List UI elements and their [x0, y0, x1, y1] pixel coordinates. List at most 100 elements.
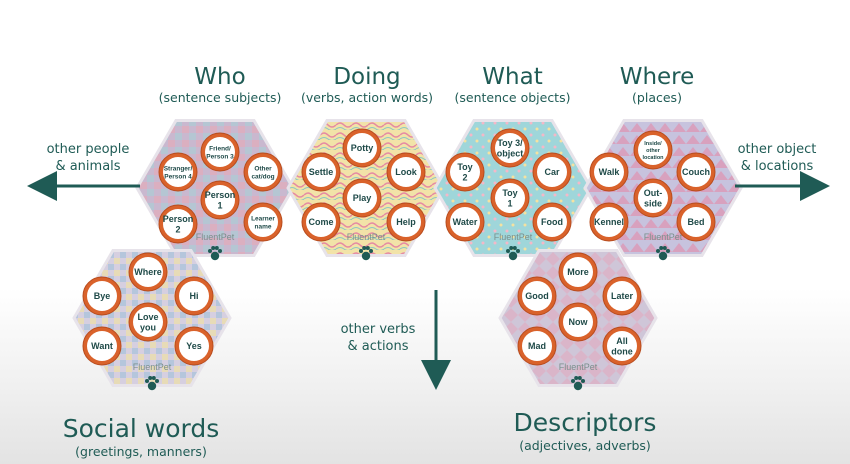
social-button-1[interactable]: Where — [128, 252, 168, 292]
left-note-line2: & animals — [55, 159, 121, 174]
right-note-line2: & locations — [740, 159, 814, 174]
what-button-3[interactable]: Car — [532, 152, 572, 192]
what-title: What (sentence objects) — [440, 64, 585, 106]
social-brand-label: FluentPet — [133, 362, 172, 372]
doing-heading: Doing — [333, 64, 401, 90]
left-note: other people & animals — [38, 141, 138, 175]
where-button-3[interactable]: Couch — [676, 152, 716, 192]
what-button-5[interactable]: Water — [445, 202, 485, 242]
social-button-4-label: Love — [137, 312, 158, 322]
doing-button-6[interactable]: Help — [386, 202, 426, 242]
where-button-6-label: Bed — [687, 217, 704, 227]
where-button-3-label: Couch — [682, 167, 710, 177]
social-button-6[interactable]: Yes — [174, 326, 214, 366]
where-subheading: (places) — [632, 90, 682, 105]
paw-icon — [145, 376, 159, 391]
right-note-line1: other object — [737, 142, 817, 157]
descriptors-button-4[interactable]: Now — [558, 302, 598, 342]
who-subheading: (sentence subjects) — [158, 90, 282, 105]
descriptors-button-1[interactable]: More — [558, 252, 598, 292]
what-button-2-label: Toy — [457, 162, 472, 172]
who-button-5-label: 2 — [175, 224, 180, 234]
social-button-5-label: Want — [91, 341, 113, 351]
what-button-3-label: Car — [544, 167, 560, 177]
right-note: other object & locations — [727, 141, 827, 175]
social-subheading: (greetings, manners) — [75, 444, 207, 459]
who-heading: Who — [194, 64, 246, 90]
descriptors-button-6-label: All — [616, 336, 628, 346]
what-subheading: (sentence objects) — [454, 90, 571, 105]
what-button-6-label: Food — [541, 217, 563, 227]
doing-button-4-label: Play — [353, 193, 372, 203]
social-title: Social words (greetings, manners) — [56, 414, 226, 460]
where-title: Where (places) — [592, 64, 722, 106]
doing-button-3[interactable]: Look — [386, 152, 426, 192]
where-button-1-label: location — [642, 155, 664, 161]
descriptors-button-2[interactable]: Good — [517, 276, 557, 316]
where-button-5-label: Kennel — [594, 217, 624, 227]
left-note-line1: other people — [46, 142, 130, 157]
where-button-2-label: Walk — [599, 167, 621, 177]
who-button-6-label: name — [255, 223, 272, 230]
where-button-5[interactable]: Kennel — [589, 202, 629, 242]
what-button-6[interactable]: Food — [532, 202, 572, 242]
who-brand-label: FluentPet — [196, 232, 235, 242]
social-button-5[interactable]: Want — [82, 326, 122, 366]
who-button-1[interactable]: Stranger/Person 4 — [158, 152, 198, 192]
who-button-5-label: Person — [163, 214, 194, 224]
where-button-1-label: Inside/ — [644, 141, 662, 147]
where-button-4-label: side — [644, 198, 662, 208]
doing-button-6-label: Help — [396, 217, 416, 227]
where-button-2[interactable]: Walk — [589, 152, 629, 192]
descriptors-button-5[interactable]: Mad — [517, 326, 557, 366]
what-button-4-label: Toy — [502, 188, 517, 198]
descriptors-button-3[interactable]: Later — [602, 276, 642, 316]
doing-button-1[interactable]: Potty — [342, 128, 382, 168]
who-button-6-label: Learner — [251, 215, 275, 222]
where-button-4-label: Out- — [644, 188, 663, 198]
descriptors-subheading: (adjectives, adverbs) — [519, 438, 651, 453]
what-button-1-label: Toy 3/ — [497, 138, 523, 148]
social-button-2[interactable]: Bye — [82, 276, 122, 316]
what-button-5-label: Water — [453, 217, 478, 227]
who-button-2[interactable]: Friend/Person 3 — [200, 132, 240, 172]
doing-button-5[interactable]: Come — [301, 202, 341, 242]
descriptors-heading: Descriptors — [513, 408, 657, 437]
doing-subheading: (verbs, action words) — [300, 90, 434, 105]
paw-icon — [656, 246, 670, 261]
down-note-line1: other verbs — [340, 322, 416, 337]
where-button-1-label: other — [646, 148, 661, 154]
doing-button-4[interactable]: Play — [342, 178, 382, 218]
who-button-1-label: Stranger/ — [164, 165, 193, 172]
who-button-4-label: 1 — [217, 200, 222, 210]
social-button-2-label: Bye — [94, 291, 111, 301]
who-button-4-label: Person — [205, 190, 236, 200]
what-brand-label: FluentPet — [494, 232, 533, 242]
doing-button-5-label: Come — [308, 217, 333, 227]
paw-icon — [359, 246, 373, 261]
descriptors-button-1-label: More — [567, 267, 589, 277]
doing-brand-label: FluentPet — [347, 232, 386, 242]
social-button-6-label: Yes — [186, 341, 202, 351]
what-button-1[interactable]: Toy 3/object — [490, 128, 530, 168]
who-title: Who (sentence subjects) — [140, 64, 300, 106]
doing-button-2[interactable]: Settle — [301, 152, 341, 192]
social-heading: Social words — [62, 414, 220, 443]
where-button-4[interactable]: Out-side — [633, 178, 673, 218]
descriptors-button-4-label: Now — [569, 317, 589, 327]
down-note: other verbs & actions — [328, 321, 428, 355]
social-button-3[interactable]: Hi — [174, 276, 214, 316]
social-button-4-label: you — [140, 322, 156, 332]
social-button-3-label: Hi — [190, 291, 199, 301]
where-button-6[interactable]: Bed — [676, 202, 716, 242]
